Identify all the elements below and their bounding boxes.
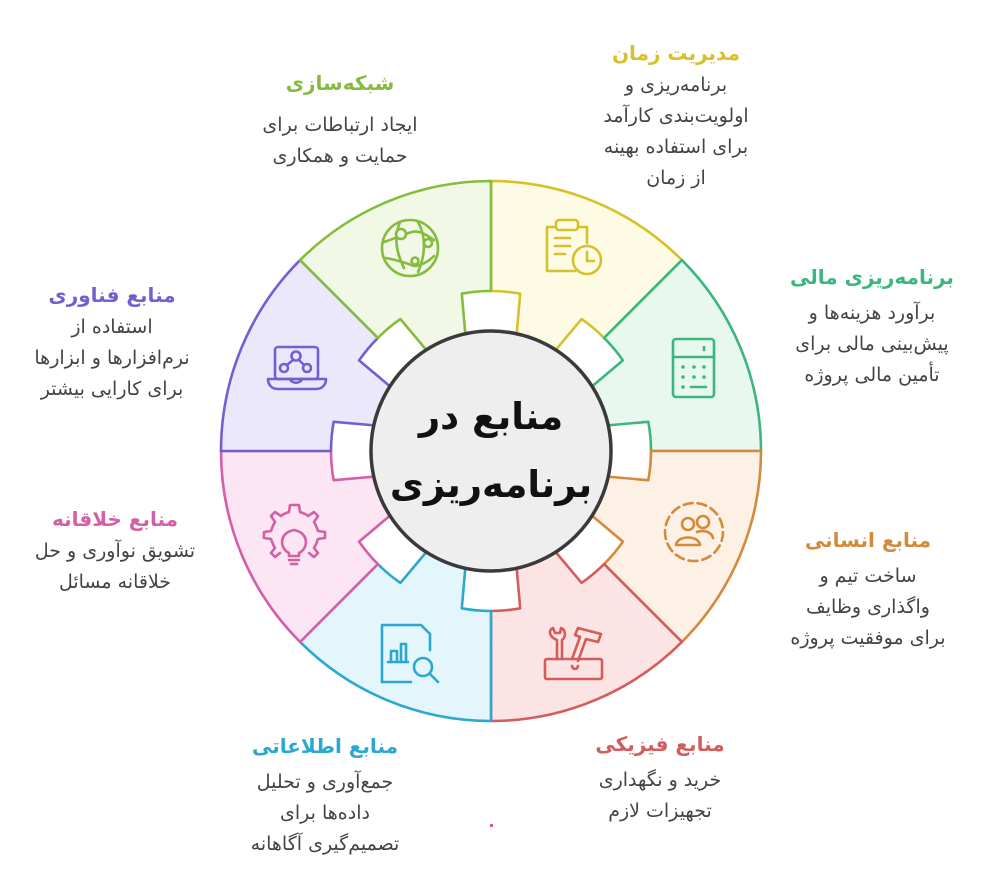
segment-information-resources <box>298 549 493 723</box>
segment-title: منابع فناوری <box>48 283 176 307</box>
segment-title: شبکه‌سازی <box>285 71 395 95</box>
label-technology-resources: منابع فناوری استفاده از نرم‌افزارها و اب… <box>0 280 224 405</box>
team-icon <box>663 501 725 563</box>
segment-title: مدیریت زمان <box>611 41 740 65</box>
calculator-icon <box>671 337 716 399</box>
center-title-line-1: منابع در <box>418 395 564 438</box>
segment-physical-resources <box>489 549 684 723</box>
label-human-resources: منابع انسانی ساخت تیم و واگذاری وظایف بر… <box>750 525 986 654</box>
segment-title: برنامه‌ریزی مالی <box>790 265 954 289</box>
segment-technology-resources <box>219 258 393 453</box>
label-information-resources: منابع اطلاعاتی جمع‌آوری و تحلیل داده‌ها … <box>200 731 450 860</box>
segment-title: منابع اطلاعاتی <box>252 734 398 758</box>
gear-lightbulb-icon <box>262 503 327 566</box>
center-title-line-2: برنامه‌ریزی <box>389 463 593 506</box>
segment-human-resources <box>589 449 763 644</box>
segment-title: منابع خلاقانه <box>51 507 179 531</box>
segment-description: ساخت تیم و واگذاری وظایف برای موفقیت پرو… <box>790 565 946 649</box>
label-financial-planning: برنامه‌ریزی مالی برآورد هزینه‌ها و پیش‌ب… <box>758 262 986 391</box>
segment-description: تشویق نوآوری و حل خلاقانه مسائل <box>34 540 196 593</box>
segment-description: خرید و نگهداری تجهیزات لازم <box>598 769 722 822</box>
clipboard-clock-icon <box>545 218 603 276</box>
segment-title: منابع فیزیکی <box>595 732 725 756</box>
segment-financial-planning <box>589 258 763 453</box>
document-analytics-icon <box>380 623 440 684</box>
segment-description: برآورد هزینه‌ها و پیش‌بینی مالی برای تأم… <box>795 302 949 386</box>
center-title: منابع در برنامه‌ریزی <box>371 331 611 571</box>
stray-dot <box>490 824 493 827</box>
label-time-management: مدیریت زمان برنامه‌ریزی و اولویت‌بندی کا… <box>566 38 786 194</box>
toolbox-icon <box>543 626 604 681</box>
segment-networking <box>298 179 493 353</box>
center-circle <box>369 329 613 573</box>
segment-time-management <box>489 179 684 353</box>
label-physical-resources: منابع فیزیکی خرید و نگهداری تجهیزات لازم <box>560 729 760 827</box>
segment-description: استفاده از نرم‌افزارها و ابزارها برای کا… <box>34 316 190 400</box>
segment-description: ایجاد ارتباطات برای حمایت و همکاری <box>262 114 418 167</box>
segment-description: برنامه‌ریزی و اولویت‌بندی کارآمد برای اس… <box>603 74 749 189</box>
label-networking: شبکه‌سازی ایجاد ارتباطات برای حمایت و هم… <box>220 68 460 172</box>
segment-title: منابع انسانی <box>804 528 932 552</box>
laptop-network-icon <box>266 345 328 391</box>
label-creative-resources: منابع خلاقانه تشویق نوآوری و حل خلاقانه … <box>0 504 230 598</box>
segment-description: جمع‌آوری و تحلیل داده‌ها برای تصمیم‌گیری… <box>250 771 400 855</box>
globe-network-icon <box>380 218 440 278</box>
